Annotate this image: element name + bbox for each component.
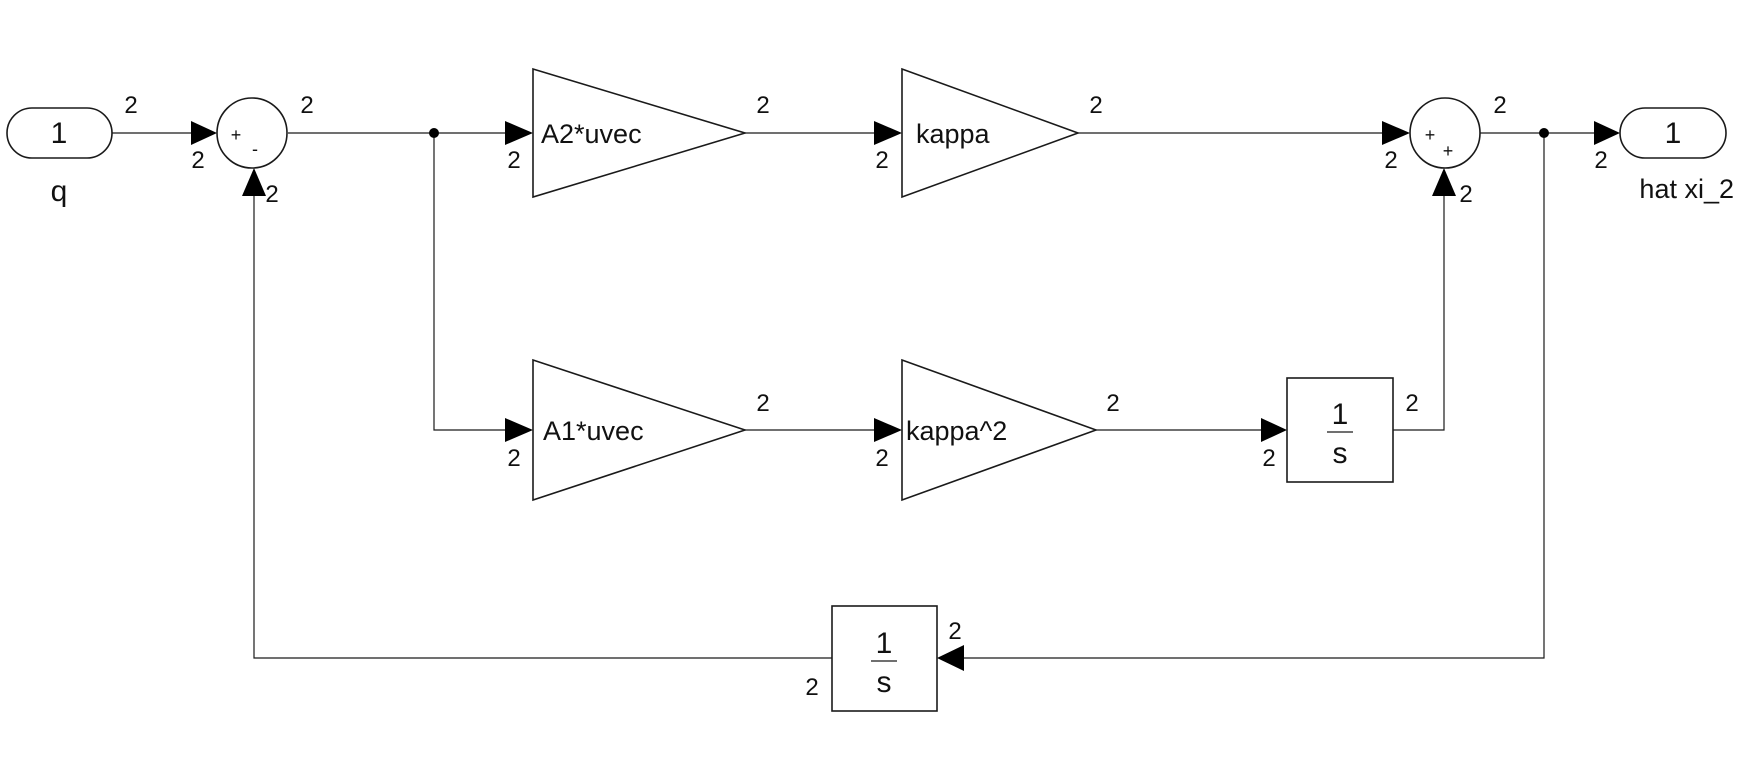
dim-label: 2 xyxy=(756,92,769,119)
integrator-feedback-denominator: s xyxy=(877,666,892,699)
dim-label: 2 xyxy=(756,390,769,417)
dim-label: 2 xyxy=(1089,92,1102,119)
inport-block[interactable]: 1 xyxy=(6,107,113,159)
dim-label: 2 xyxy=(1262,445,1275,472)
wire-integrator-to-sum2 xyxy=(1393,190,1445,431)
sum-block-2[interactable]: + + xyxy=(1409,97,1481,169)
arrow-into-gain-a1 xyxy=(505,418,533,442)
gain-a2-label: A2*uvec xyxy=(541,119,642,149)
dim-label: 2 xyxy=(1493,92,1506,119)
wire-branch-to-gain-a1 xyxy=(433,133,508,431)
arrow-into-kappa xyxy=(874,121,902,145)
branch-point-1 xyxy=(429,128,439,138)
arrow-into-gain-a2 xyxy=(505,121,533,145)
arrow-into-integrator-feedback xyxy=(937,645,964,671)
dim-label: 2 xyxy=(507,147,520,174)
arrow-into-sum1 xyxy=(191,121,217,145)
integrator-block-feedback[interactable]: 1 s xyxy=(831,605,938,712)
integrator-forward-numerator: 1 xyxy=(1332,398,1349,431)
signal-wires xyxy=(112,132,1595,659)
signal-dimension-labels: 2 2 2 2 2 2 2 2 2 2 2 2 2 2 2 2 2 2 2 2 xyxy=(124,92,1607,701)
dim-label: 2 xyxy=(124,92,137,119)
sum2-sign-plus-1: + xyxy=(1425,125,1436,145)
gain-kappa-label: kappa xyxy=(916,119,991,149)
dim-label: 2 xyxy=(948,618,961,645)
inport-name: q xyxy=(51,175,68,208)
gain-block-kappa[interactable]: kappa xyxy=(901,67,1081,199)
inport-number: 1 xyxy=(51,117,68,150)
arrow-into-sum2 xyxy=(1382,121,1410,145)
sum2-sign-plus-2: + xyxy=(1443,141,1454,161)
arrow-into-integrator-forward xyxy=(1261,418,1287,442)
gain-block-kappa-squared[interactable]: kappa^2 xyxy=(901,358,1099,502)
arrow-into-kappa2 xyxy=(874,418,902,442)
outport-name: hat xi_2 xyxy=(1639,174,1734,204)
dim-label: 2 xyxy=(1459,181,1472,208)
gain-a1-label: A1*uvec xyxy=(543,416,644,446)
dim-label: 2 xyxy=(875,147,888,174)
arrowheads xyxy=(191,121,1620,671)
gain-block-a2-uvec[interactable]: A2*uvec xyxy=(532,67,748,199)
integrator-forward-denominator: s xyxy=(1333,437,1348,470)
dim-label: 2 xyxy=(1594,147,1607,174)
branch-point-2 xyxy=(1539,128,1549,138)
dim-label: 2 xyxy=(507,445,520,472)
dim-label: 2 xyxy=(875,445,888,472)
arrow-into-sum1-bottom xyxy=(242,168,266,196)
integrator-feedback-numerator: 1 xyxy=(876,627,893,660)
gain-kappa2-label: kappa^2 xyxy=(906,416,1007,446)
dim-label: 2 xyxy=(1384,147,1397,174)
dim-label: 2 xyxy=(1405,390,1418,417)
integrator-block-forward[interactable]: 1 s xyxy=(1286,377,1394,483)
dim-label: 2 xyxy=(1106,390,1119,417)
outport-number: 1 xyxy=(1665,117,1682,150)
wire-integrator-to-sum1 xyxy=(253,190,832,659)
dim-label: 2 xyxy=(300,92,313,119)
wire-feedback-to-integrator xyxy=(962,133,1545,659)
sum-block-1[interactable]: + - xyxy=(216,97,288,169)
dim-label: 2 xyxy=(805,674,818,701)
outport-block[interactable]: 1 xyxy=(1619,107,1727,159)
dim-label: 2 xyxy=(265,181,278,208)
arrow-into-sum2-bottom xyxy=(1432,168,1456,196)
sum1-sign-plus: + xyxy=(231,125,242,145)
arrow-into-outport xyxy=(1594,121,1620,145)
gain-block-a1-uvec[interactable]: A1*uvec xyxy=(532,358,748,502)
sum1-sign-minus: - xyxy=(252,139,258,159)
dim-label: 2 xyxy=(191,147,204,174)
